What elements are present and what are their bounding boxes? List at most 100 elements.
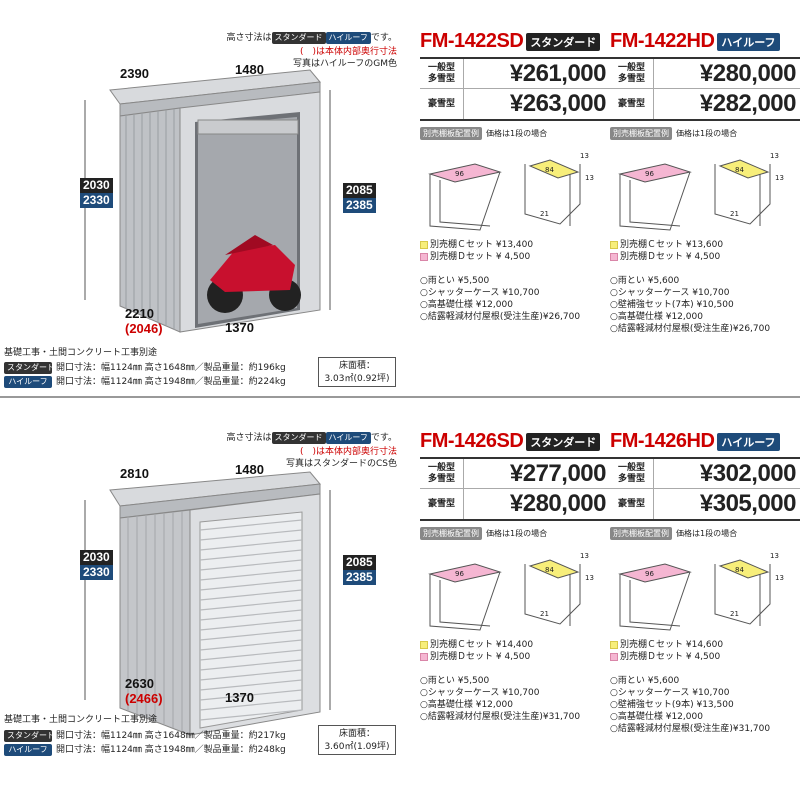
set-d-text: 別売棚Ｄセット ¥ 4,500 xyxy=(620,252,721,262)
shelf-num: 96 xyxy=(455,570,464,578)
model-fm-1426hd: FM-1426HD ハイルーフ 一般型多雪型 ¥302,000 豪雪型 ¥305… xyxy=(610,430,800,735)
height-note: 高さ寸法はスタンダードハイルーフです。 xyxy=(227,430,397,444)
shelf-num: 13 xyxy=(775,174,784,182)
price-label-1b: 多雪型 xyxy=(617,473,645,484)
set-d-line: 別売棚Ｄセット ¥ 4,500 xyxy=(610,251,800,263)
option-item: ○雨とい ¥5,500 xyxy=(420,276,490,286)
opening-row-standard: スタンダード開口寸法：幅1124㎜ 高さ1648㎜／製品重量：約196kg xyxy=(4,360,286,374)
price-label-1a: 一般型 xyxy=(617,462,645,473)
price-label-1b: 多雪型 xyxy=(427,73,455,84)
option-item: ○結露軽減材付屋根(受注生産)¥31,700 xyxy=(420,712,581,722)
opening-type-badge: ハイルーフ xyxy=(4,744,52,756)
inner-depth-dim: (2466) xyxy=(125,691,163,706)
price-label: 豪雪型 xyxy=(420,89,464,119)
depth-dim: 2390 xyxy=(120,66,149,81)
price-row: 一般型多雪型 ¥280,000 xyxy=(610,59,800,89)
pink-swatch-icon xyxy=(610,653,618,661)
options-list: ○雨とい ¥5,600 ○シャッターケース ¥10,700 ○壁補強セット(9本… xyxy=(610,675,800,735)
set-c-text: 別売棚Ｃセット ¥13,600 xyxy=(620,240,724,250)
price-value: ¥277,000 xyxy=(509,459,607,487)
floor-area-value: 3.03㎡(0.92坪) xyxy=(324,374,390,384)
set-c-text: 別売棚Ｃセット ¥14,600 xyxy=(620,640,724,650)
floor-area-box: 床面積： 3.60㎡(1.09坪) xyxy=(318,725,396,755)
option-item: ○壁補強セット(7本) ¥10,500 xyxy=(610,300,734,310)
section-divider xyxy=(0,396,800,398)
set-d-line: 別売棚Ｄセット ¥ 4,500 xyxy=(420,251,610,263)
height-note-text: 高さ寸法は xyxy=(226,33,272,43)
shelf-header: 別売棚板配置例 価格は1段の場合 xyxy=(420,127,610,140)
model-tag: ハイルーフ xyxy=(717,32,780,51)
height-note-suffix: です。 xyxy=(370,33,397,43)
height-std-dim: 2030 xyxy=(80,550,113,565)
shelf-num: 21 xyxy=(730,210,739,218)
shelf-drawing: 96 84 13 21 13 xyxy=(428,152,594,231)
shelf-label: 別売棚板配置例 xyxy=(610,527,672,540)
price-label: 一般型多雪型 xyxy=(610,459,654,488)
height-note-suffix: です。 xyxy=(370,433,397,443)
standard-badge: スタンダード xyxy=(271,432,326,444)
inner-depth-dim: (2046) xyxy=(125,321,163,336)
opening-type-badge: スタンダード xyxy=(4,362,55,374)
model-fm-1422hd: FM-1422HD ハイルーフ 一般型多雪型 ¥280,000 豪雪型 ¥282… xyxy=(610,30,800,335)
shelf-diagram: 96 84 13 21 13 xyxy=(420,144,610,239)
bottom-depth-dim: 2210 xyxy=(125,306,154,321)
set-c-line: 別売棚Ｃセット ¥14,600 xyxy=(610,639,800,651)
model-name: FM-1426HD xyxy=(610,430,715,452)
yellow-swatch-icon xyxy=(610,241,618,249)
price-label-1a: 一般型 xyxy=(617,62,645,73)
width-dim: 1480 xyxy=(235,462,264,477)
options-list: ○雨とい ¥5,500 ○シャッターケース ¥10,700 ○高基礎仕様 ¥12… xyxy=(420,275,610,323)
photo-note: 写真はスタンダードのCS色 xyxy=(286,459,397,469)
price-table: 一般型多雪型 ¥302,000 豪雪型 ¥305,000 xyxy=(610,457,800,521)
shelf-note: 価格は1段の場合 xyxy=(676,129,738,138)
model-name: FM-1422SD xyxy=(420,30,524,52)
shelf-label: 別売棚板配置例 xyxy=(610,127,672,140)
opening-row-highroof: ハイルーフ開口寸法：幅1124㎜ 高さ1948㎜／製品重量：約248kg xyxy=(4,742,286,756)
bottom-width-dim: 1370 xyxy=(225,320,254,335)
price-table: 一般型多雪型 ¥261,000 豪雪型 ¥263,000 xyxy=(420,57,610,121)
option-item: ○高基礎仕様 ¥12,000 xyxy=(610,312,703,322)
height-note: 高さ寸法はスタンダードハイルーフです。 xyxy=(226,30,397,44)
option-item: ○結露軽減材付屋根(受注生産)¥26,700 xyxy=(420,312,581,322)
shelf-num: 84 xyxy=(735,166,744,174)
shelf-num: 21 xyxy=(540,210,549,218)
set-c-line: 別売棚Ｃセット ¥14,400 xyxy=(420,639,610,651)
option-item: ○シャッターケース ¥10,700 xyxy=(420,688,540,698)
options-list: ○雨とい ¥5,600 ○シャッターケース ¥10,700 ○壁補強セット(7本… xyxy=(610,275,800,335)
shelf-num: 13 xyxy=(770,552,779,560)
price-label-1a: 一般型 xyxy=(427,62,455,73)
shelf-num: 13 xyxy=(580,552,589,560)
front-hi-dim: 2385 xyxy=(343,198,376,213)
foundation-note: 基礎工事・土間コンクリート工事別途 xyxy=(4,348,158,358)
option-item: ○高基礎仕様 ¥12,000 xyxy=(420,300,513,310)
shelf-num: 84 xyxy=(545,566,554,574)
height-hi-dim: 2330 xyxy=(80,193,113,208)
set-d-text: 別売棚Ｄセット ¥ 4,500 xyxy=(620,652,721,662)
price-label-1a: 一般型 xyxy=(427,462,455,473)
model-fm-1426sd: FM-1426SD スタンダード 一般型多雪型 ¥277,000 豪雪型 ¥28… xyxy=(420,430,610,723)
model-tag: スタンダード xyxy=(526,32,601,51)
shelf-num: 13 xyxy=(585,574,594,582)
set-c-text: 別売棚Ｃセット ¥14,400 xyxy=(430,640,534,650)
price-value: ¥282,000 xyxy=(699,90,797,117)
bottom-width-dim: 1370 xyxy=(225,690,254,705)
shelf-header: 別売棚板配置例 価格は1段の場合 xyxy=(610,527,800,540)
yellow-swatch-icon xyxy=(610,641,618,649)
model-fm-1422sd: FM-1422SD スタンダード 一般型多雪型 ¥261,000 豪雪型 ¥26… xyxy=(420,30,610,323)
photo-note: 写真はハイルーフのGM色 xyxy=(292,59,397,69)
price-label-1b: 多雪型 xyxy=(617,73,645,84)
price-label: 一般型多雪型 xyxy=(420,459,464,488)
price-row: 一般型多雪型 ¥302,000 xyxy=(610,459,800,489)
opening-text: 開口寸法：幅1124㎜ 高さ1648㎜／製品重量：約217kg xyxy=(56,731,286,741)
set-d-line: 別売棚Ｄセット ¥ 4,500 xyxy=(420,651,610,663)
set-c-text: 別売棚Ｃセット ¥13,400 xyxy=(430,240,534,250)
price-value: ¥280,000 xyxy=(699,59,797,87)
shelf-label: 別売棚板配置例 xyxy=(420,527,482,540)
set-d-line: 別売棚Ｄセット ¥ 4,500 xyxy=(610,651,800,663)
model-title: FM-1422SD スタンダード xyxy=(420,30,610,53)
shelf-num: 96 xyxy=(645,170,654,178)
option-item: ○雨とい ¥5,600 xyxy=(610,676,680,686)
model-tag: スタンダード xyxy=(526,432,601,451)
pink-swatch-icon xyxy=(610,253,618,261)
bottom-depth-dim: 2630 xyxy=(125,676,154,691)
